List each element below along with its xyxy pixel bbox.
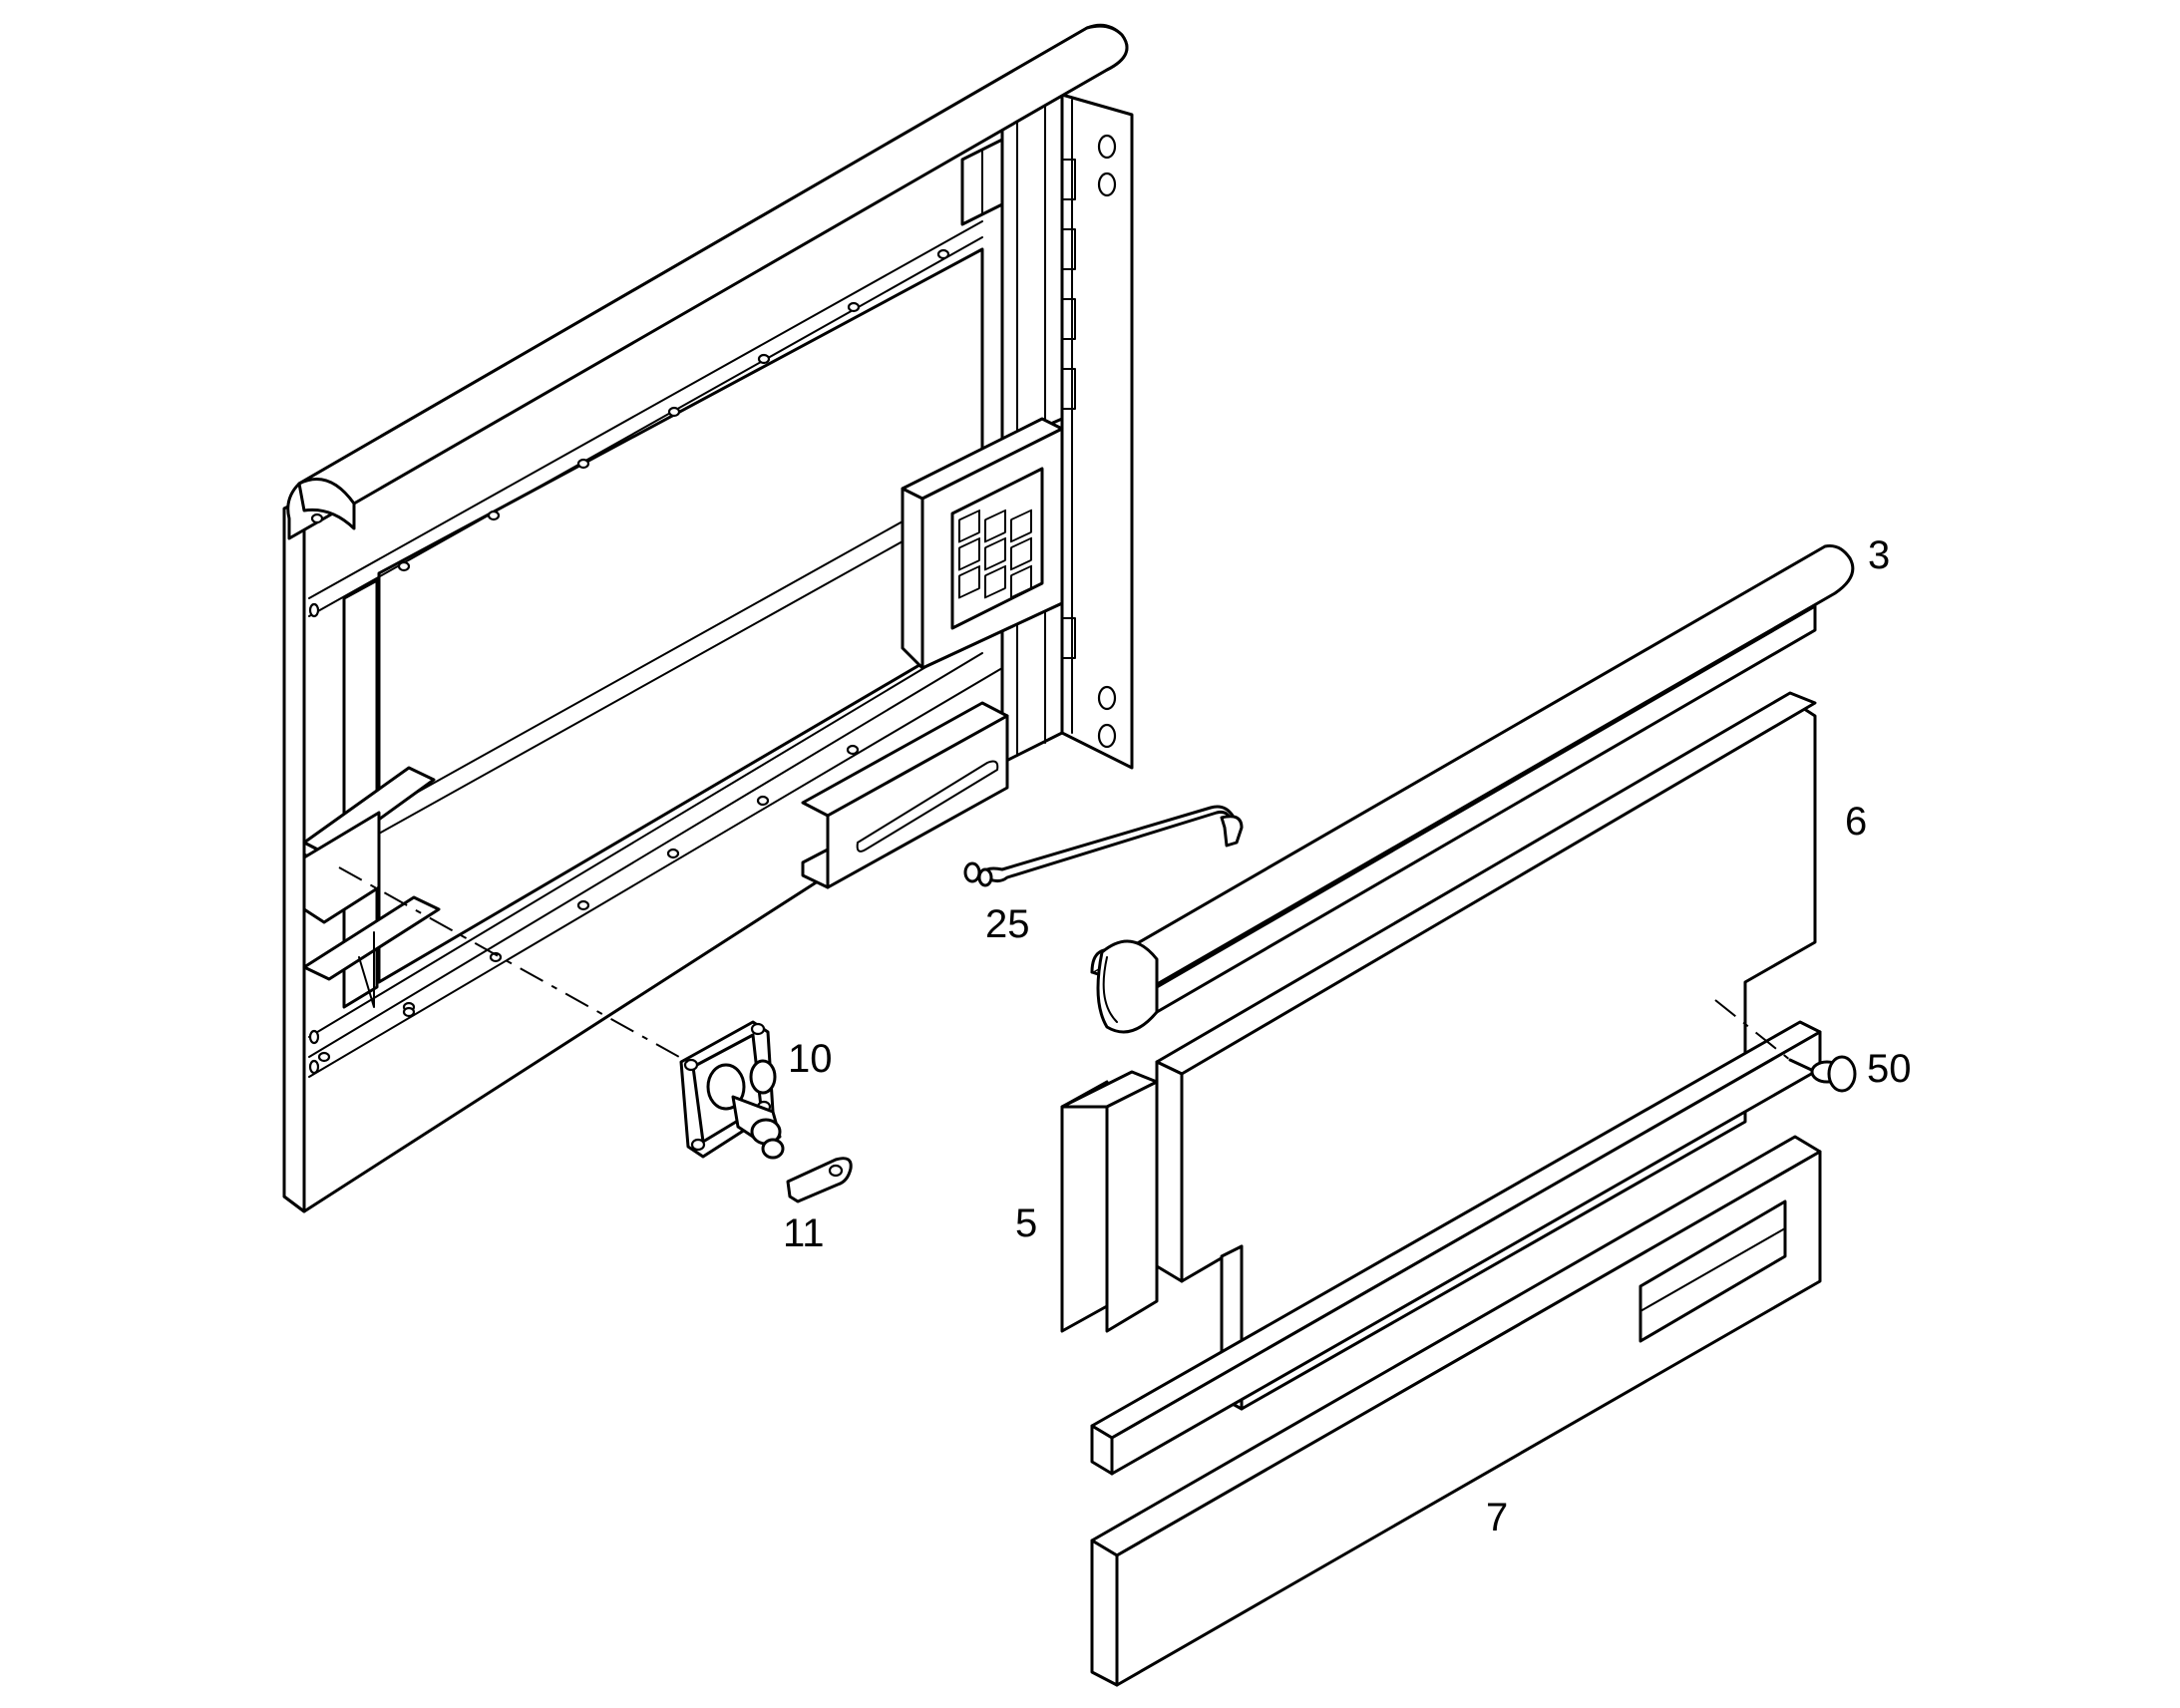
callout-25: 25 [985, 902, 1030, 946]
door-frame-assembly [282, 23, 1134, 1213]
top-rail-bottom-lip [1155, 604, 1817, 1014]
flange-hole [1097, 171, 1117, 197]
assembly-line-lock [338, 866, 689, 1063]
frame-left-hole [308, 1059, 320, 1075]
frame-inner-lip-lower-2 [308, 652, 983, 1058]
frame-inner-lip-lower [308, 632, 983, 1038]
flange-notch [1061, 298, 1076, 340]
flange-notch [1061, 159, 1076, 200]
lock-plate-screw [690, 1138, 706, 1152]
lock-nut-2 [761, 1138, 785, 1160]
frame-left-hole [308, 1029, 320, 1045]
frame-left-bracket [302, 811, 381, 924]
callout-3: 3 [1868, 533, 1890, 577]
lock-plate-screw [750, 1022, 766, 1036]
callout-50: 50 [1867, 1047, 1912, 1091]
rod-hook [1220, 815, 1244, 848]
top-rail-top [1090, 544, 1852, 974]
block-right [1105, 1080, 1159, 1333]
frame-left-shelf-lower [302, 895, 441, 981]
rod-shaft [980, 805, 1239, 882]
cam-part-11 [786, 1157, 853, 1203]
bottom-rail-label-recess [1638, 1199, 1787, 1343]
frame-hole-row-upper [310, 248, 950, 572]
block-part-5 [1060, 1070, 1159, 1333]
flange-hole [1097, 723, 1117, 749]
flange-hole [1097, 685, 1117, 711]
callout-7: 7 [1486, 1496, 1508, 1539]
top-rail-part-3 [1090, 544, 1855, 1034]
frame-left-edge [282, 497, 306, 1213]
callout-6: 6 [1845, 800, 1867, 844]
frame-top-rail-endcap [297, 478, 356, 530]
rod-end-knob [963, 861, 981, 883]
lower-strip [1090, 1020, 1822, 1476]
keypad-buttons [958, 509, 1032, 599]
lock-cylinder-cap [749, 1059, 777, 1095]
rod-part-25 [963, 805, 1244, 887]
frame-inner-lip-upper [308, 220, 983, 599]
cam-hole [828, 1164, 844, 1178]
flange-hole [1097, 134, 1117, 160]
lock-plate-screw [683, 1058, 699, 1072]
frame-left-shelf-lower-leg [358, 931, 375, 1008]
assembly-line-knob [1714, 999, 1791, 1061]
frame-slot-bracket-bottom [801, 848, 830, 889]
keypad-panel [950, 467, 1044, 630]
bottom-rail-part-7 [1090, 1135, 1822, 1687]
frame-mid-strip-2 [308, 488, 998, 873]
frame-hole-row-lower [317, 744, 860, 1063]
knob-cap [1827, 1055, 1857, 1093]
frame-slot [856, 760, 999, 853]
cam-body [786, 1157, 853, 1203]
lock-plate-part-10 [679, 1020, 785, 1160]
frame-left-hole [308, 602, 320, 618]
flange-notch [1061, 368, 1076, 410]
panel-part-6 [1155, 691, 1817, 1411]
callout-10: 10 [788, 1037, 833, 1081]
flange-notch [1061, 617, 1076, 659]
bottom-rail-end [1090, 1538, 1119, 1687]
callout-5: 5 [1015, 1201, 1037, 1245]
rod-end-knob-2 [977, 867, 993, 887]
panel-left-edge [1155, 1060, 1184, 1283]
callout-11: 11 [783, 1211, 825, 1255]
knob-part-50 [1788, 1055, 1857, 1093]
top-rail-endcap-curve [1102, 956, 1118, 1023]
bottom-rail-label-line [1639, 1227, 1786, 1312]
top-rail-endcap [1096, 939, 1159, 1034]
frame-inner-lip-lower-3 [308, 667, 1003, 1078]
flange-notch [1061, 228, 1076, 270]
frame-inner-lip-upper-2 [308, 236, 983, 617]
block-front [1060, 1080, 1109, 1333]
